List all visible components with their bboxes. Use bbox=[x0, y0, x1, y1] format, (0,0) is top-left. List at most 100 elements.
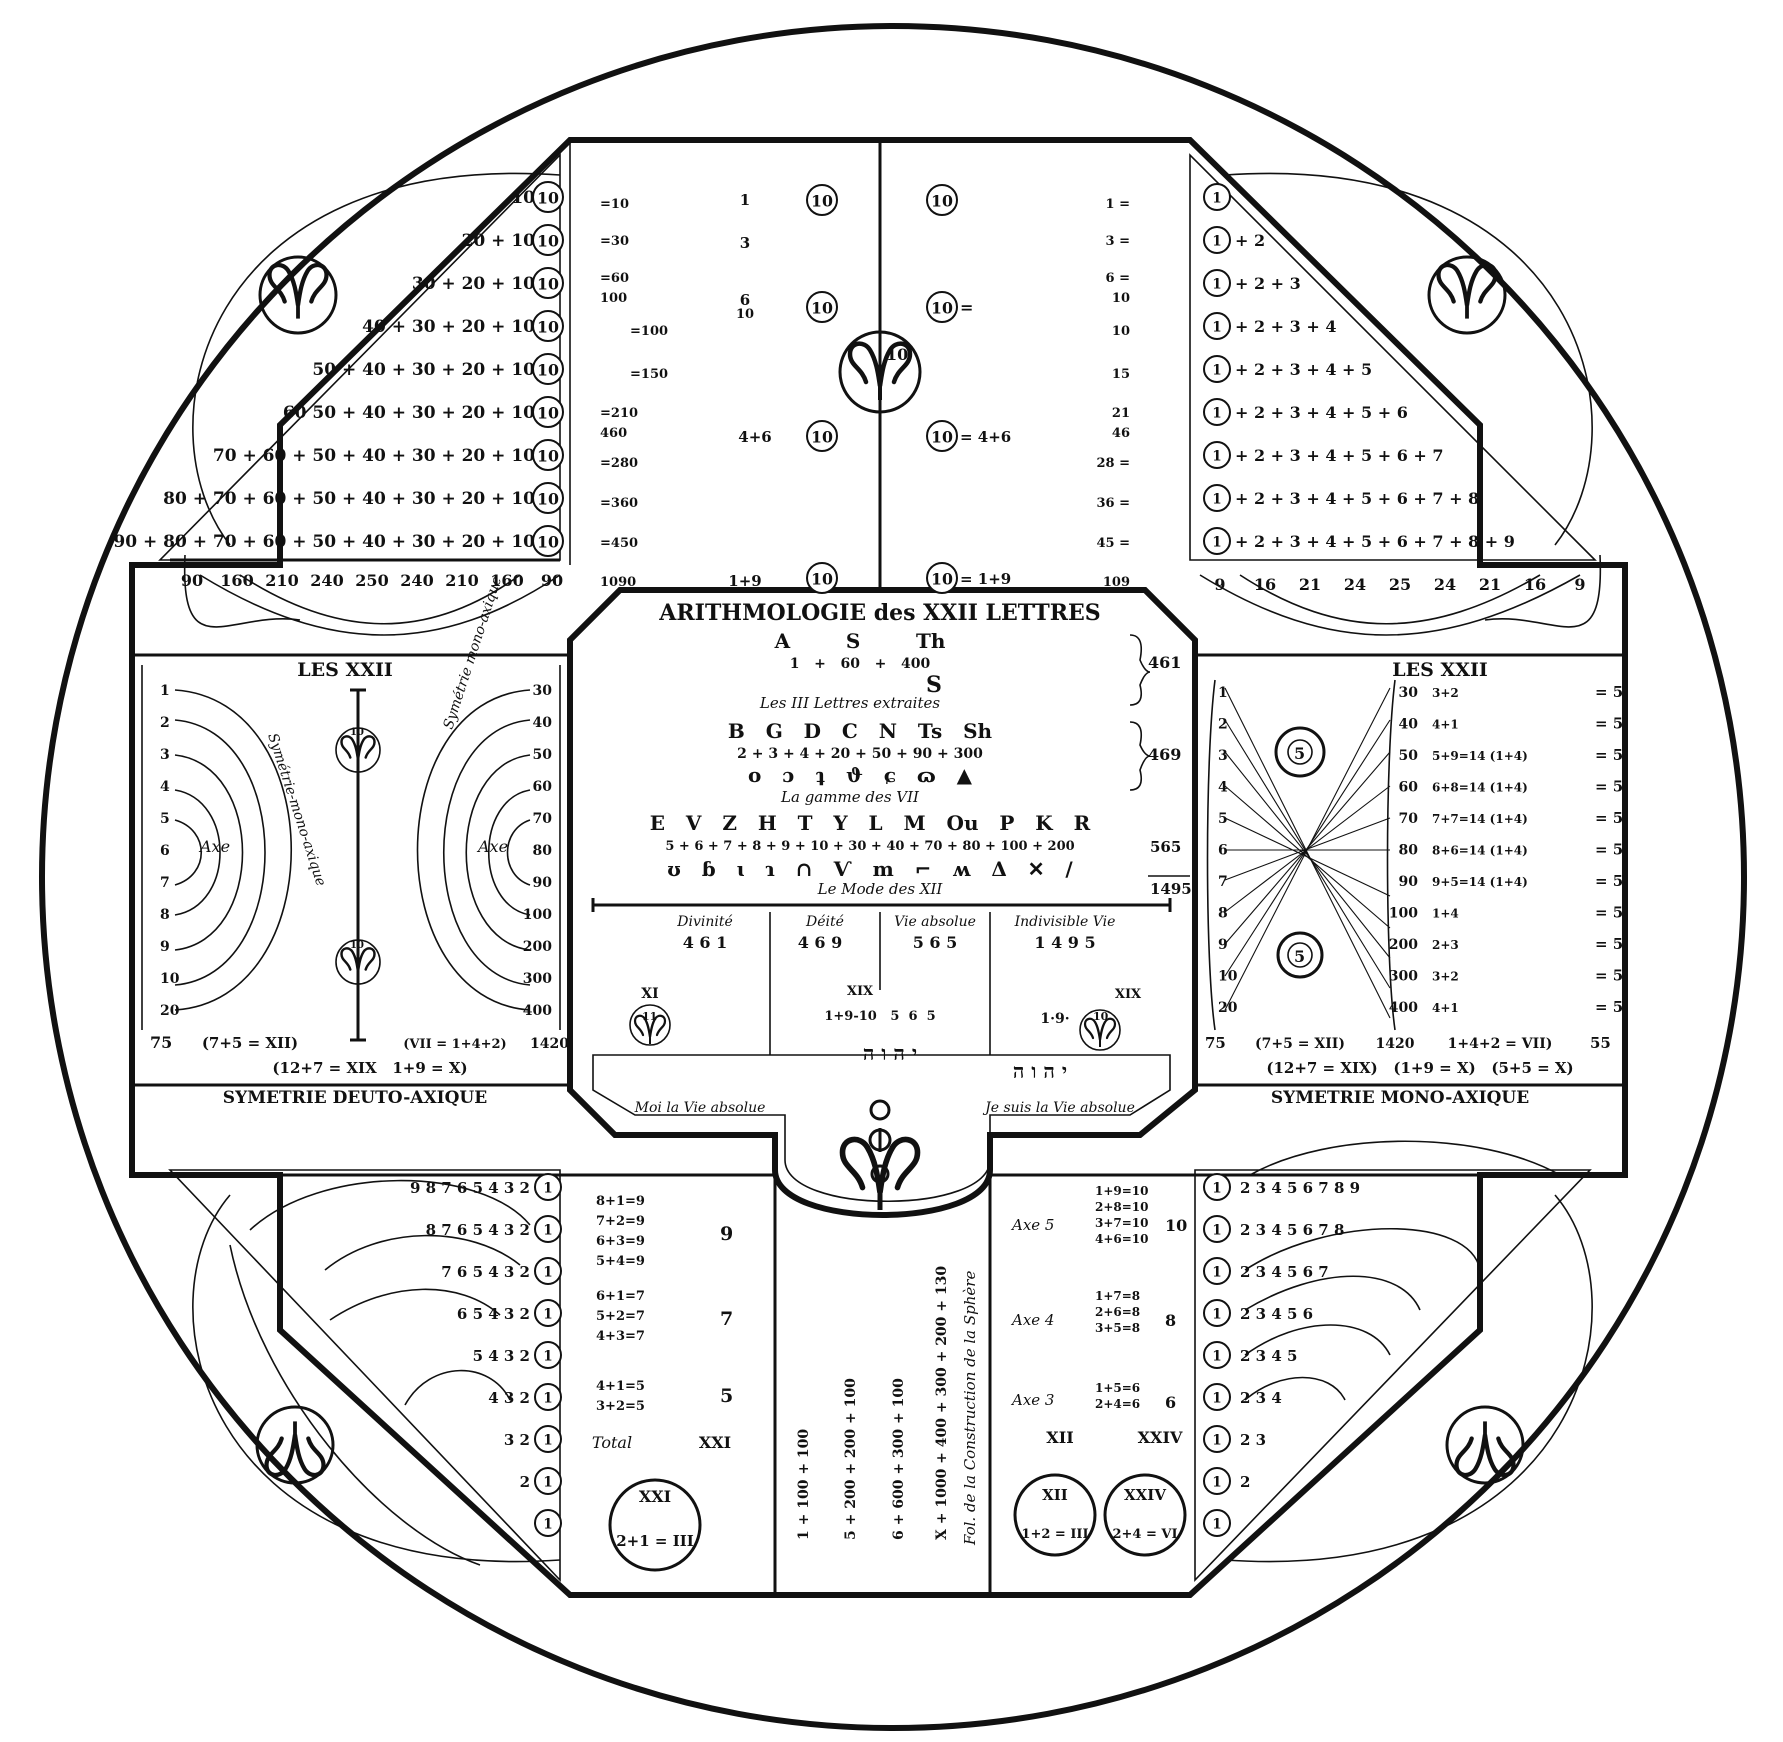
mid-right-five-5: = 5 bbox=[1595, 809, 1623, 827]
bottom-center-side-note: Fol. de la Construction de la Sphère bbox=[961, 1271, 979, 1546]
bottom-center-col-1: 1 + 100 + 100 bbox=[796, 1429, 812, 1540]
top-right-rows: 11 + 21 + 2 + 31 + 2 + 3 + 41 + 2 + 3 + … bbox=[1203, 183, 1515, 555]
mid-right-sum-2: 4+1 bbox=[1432, 718, 1459, 732]
top-mid-right-ten-2: 10 bbox=[931, 298, 953, 317]
circle-right2-top: XXIV bbox=[1124, 1486, 1166, 1504]
top-mid-left-10: 10 bbox=[736, 307, 754, 322]
top-right-one-5-ring bbox=[1203, 355, 1231, 383]
mid-right-sum-9: 2+3 bbox=[1432, 938, 1459, 952]
mid-right-right-11: 400 bbox=[1389, 1000, 1418, 1016]
curve-label-left: Symétrie-mono-axique bbox=[264, 731, 329, 888]
mid-left-right-3: 50 bbox=[533, 747, 553, 763]
bottom-right-row-1: 2 3 4 5 6 7 8 9 bbox=[1240, 1179, 1360, 1197]
mid-right-bottom-2: (7+5 = XII) bbox=[1255, 1036, 1345, 1052]
row1-extra: S bbox=[926, 672, 942, 698]
header-deite: Déité bbox=[805, 914, 844, 930]
bottom-right-one-4: 1 bbox=[1212, 1306, 1222, 1322]
hebrew-right: י ה ו ה bbox=[1013, 1059, 1067, 1083]
top-mid-left-6: 6 bbox=[740, 291, 750, 309]
top-right-panel bbox=[1189, 153, 1597, 636]
mid-left-left-3: 3 bbox=[160, 747, 170, 763]
bottom-left-one-1: 1 bbox=[543, 1180, 553, 1196]
bottom-right-one-1: 1 bbox=[1212, 1180, 1222, 1196]
mid-left-title: LES XXII bbox=[297, 659, 393, 681]
top-left-row-9: 90 + 80 + 70 + 60 + 50 + 40 + 30 + 20 + … bbox=[113, 532, 535, 552]
mid-right-sum-7: 9+5=14 (1+4) bbox=[1432, 875, 1528, 889]
top-left-right-4: 100 bbox=[600, 291, 627, 306]
bottom-right-row-6: 2 3 4 bbox=[1240, 1389, 1282, 1407]
circle-left-bottom: 2+1 = III bbox=[616, 1532, 694, 1550]
bottom-left-panel bbox=[168, 1169, 561, 1583]
bottom-left-one-5-ring bbox=[534, 1341, 562, 1369]
mid-right-five-8: = 5 bbox=[1595, 904, 1623, 922]
center-eleven: 11 bbox=[642, 1010, 657, 1023]
top-right-one-2: 1 bbox=[1212, 233, 1222, 249]
mid-left-right-7: 90 bbox=[533, 875, 553, 891]
bottom-right-axe-total-1: 10 bbox=[1165, 1216, 1187, 1235]
bottom-right-row-3: 2 3 4 5 6 7 bbox=[1240, 1263, 1329, 1281]
top-left-ten-8-ring bbox=[532, 482, 564, 514]
mid-left-left-2: 2 bbox=[160, 715, 170, 731]
top-mid-left-1: 1 bbox=[740, 191, 750, 209]
mid-left-right-9: 200 bbox=[523, 939, 552, 955]
top-mid-left-ten-3: 10 bbox=[811, 427, 833, 446]
top-mid-left-ten-2-ring bbox=[806, 291, 838, 323]
top-right-row-6: + 2 + 3 + 4 + 5 + 6 bbox=[1235, 403, 1408, 422]
bottom-right-axe-total-3: 6 bbox=[1165, 1393, 1176, 1412]
row3-total: 565 bbox=[1150, 838, 1181, 856]
aries-medallion-bottom-right bbox=[1445, 1405, 1525, 1485]
mid-right-sum-3: 5+9=14 (1+4) bbox=[1432, 749, 1528, 763]
phrase-moi: Moi la Vie absolue bbox=[634, 1100, 766, 1116]
bottom-left-row-4: 6 5 4 3 2 bbox=[457, 1305, 530, 1323]
row2-values: 2 + 3 + 4 + 20 + 50 + 90 + 300 bbox=[737, 746, 983, 762]
mid-right-left-1: 1 bbox=[1218, 685, 1228, 701]
row1-values: 1 + 60 + 400 bbox=[790, 656, 931, 672]
top-left-row-8: 80 + 70 + 60 + 50 + 40 + 30 + 20 + 10 bbox=[163, 489, 535, 509]
num-indivisible: 1 4 9 5 bbox=[1034, 933, 1095, 952]
mid-left-right-10: 300 bbox=[523, 971, 552, 987]
row3-letters: E V Z H T Y L M Ou P K R bbox=[650, 811, 1091, 835]
bottom-right-row-2: 2 3 4 5 6 7 8 bbox=[1240, 1221, 1344, 1239]
top-mid-right-eq-2: = 4+6 bbox=[960, 428, 1011, 446]
top-mid-right-val-5: 10 bbox=[1112, 324, 1130, 339]
bottom-right-one-5: 1 bbox=[1212, 1348, 1222, 1364]
center-panel bbox=[567, 587, 1198, 1218]
bottom-left-one-4-ring bbox=[534, 1299, 562, 1327]
mid-right-left-10: 10 bbox=[1218, 969, 1238, 985]
bottom-right-rows: 1 2 3 4 5 6 7 8 9 1 2 3 4 5 6 7 8 1 2 3 4 5 6… bbox=[1203, 1173, 1360, 1537]
mid-right-sum-8: 1+4 bbox=[1432, 907, 1459, 921]
center-title: ARITHMOLOGIE des XXII LETTRES bbox=[658, 600, 1100, 626]
bottom-left-row-3: 7 6 5 4 3 2 bbox=[441, 1263, 530, 1281]
mid-right-bottom-4: 1+4+2 = VII) bbox=[1448, 1036, 1553, 1052]
aries-medallion-mid-left-bottom bbox=[335, 939, 381, 985]
top-left-ten-5-ring bbox=[532, 353, 564, 385]
mid-right-left-4: 4 bbox=[1218, 780, 1228, 796]
bottom-left-one-3: 1 bbox=[543, 1264, 553, 1280]
bottom-left-one-8-ring bbox=[534, 1467, 562, 1495]
top-left-ten-1-ring bbox=[532, 181, 564, 213]
top-mid-right-val-11: 45 = bbox=[1096, 536, 1130, 551]
top-left-ten-7-ring bbox=[532, 439, 564, 471]
top-left-bottom-9: 90 bbox=[541, 571, 563, 590]
bottom-left-one-2-ring bbox=[534, 1215, 562, 1243]
top-mid-left-ten-4-ring bbox=[806, 562, 838, 594]
bottom-right-one-6: 1 bbox=[1212, 1390, 1222, 1406]
header-divinite: Divinité bbox=[676, 914, 733, 930]
top-left-row-5: 50 + 40 + 30 + 20 + 10 bbox=[312, 360, 535, 380]
row3-glyphs: ʊ ɓ ɩ ɿ ∩ Ѵ m ⌐ ʍ Δ ✕ / bbox=[667, 857, 1073, 881]
mid-right-right-2: 40 bbox=[1399, 717, 1419, 733]
bottom-right-one-5-ring bbox=[1203, 1341, 1231, 1369]
top-left-bottom-8: 160 bbox=[490, 571, 523, 590]
bottom-left-row-8: 2 bbox=[520, 1473, 530, 1491]
top-mid-right-val-7: 21 bbox=[1112, 406, 1130, 421]
mid-right-left-11: 20 bbox=[1218, 1000, 1238, 1016]
circle-right1-bottom: 1+2 = III bbox=[1021, 1527, 1088, 1542]
top-left-right-7: =210 bbox=[600, 406, 638, 421]
row3-caption: Le Mode des XII bbox=[817, 880, 944, 898]
bottom-right-one-3-ring bbox=[1203, 1257, 1231, 1285]
top-left-right-col: =10=30=60100=100=150=210460=280=360=4501… bbox=[600, 197, 668, 590]
